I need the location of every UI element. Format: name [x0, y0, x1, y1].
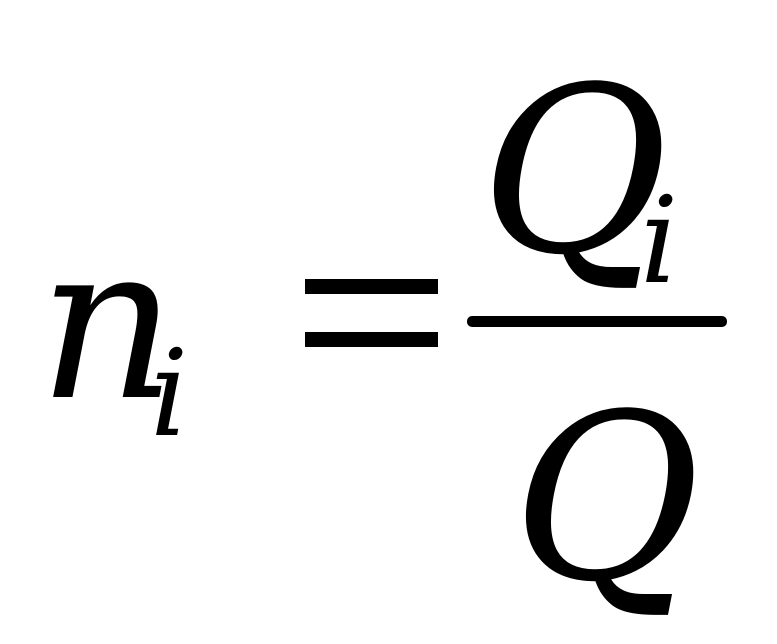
- lhs-variable: n: [38, 197, 177, 448]
- numerator-variable: Q: [480, 39, 669, 306]
- equals-top-bar: [305, 279, 438, 294]
- fraction-bar: [467, 316, 727, 327]
- numerator-subscript: i: [640, 172, 679, 311]
- denominator-variable: Q: [512, 366, 701, 633]
- lhs-subscript: i: [150, 325, 189, 464]
- equals-bottom-bar: [305, 332, 438, 347]
